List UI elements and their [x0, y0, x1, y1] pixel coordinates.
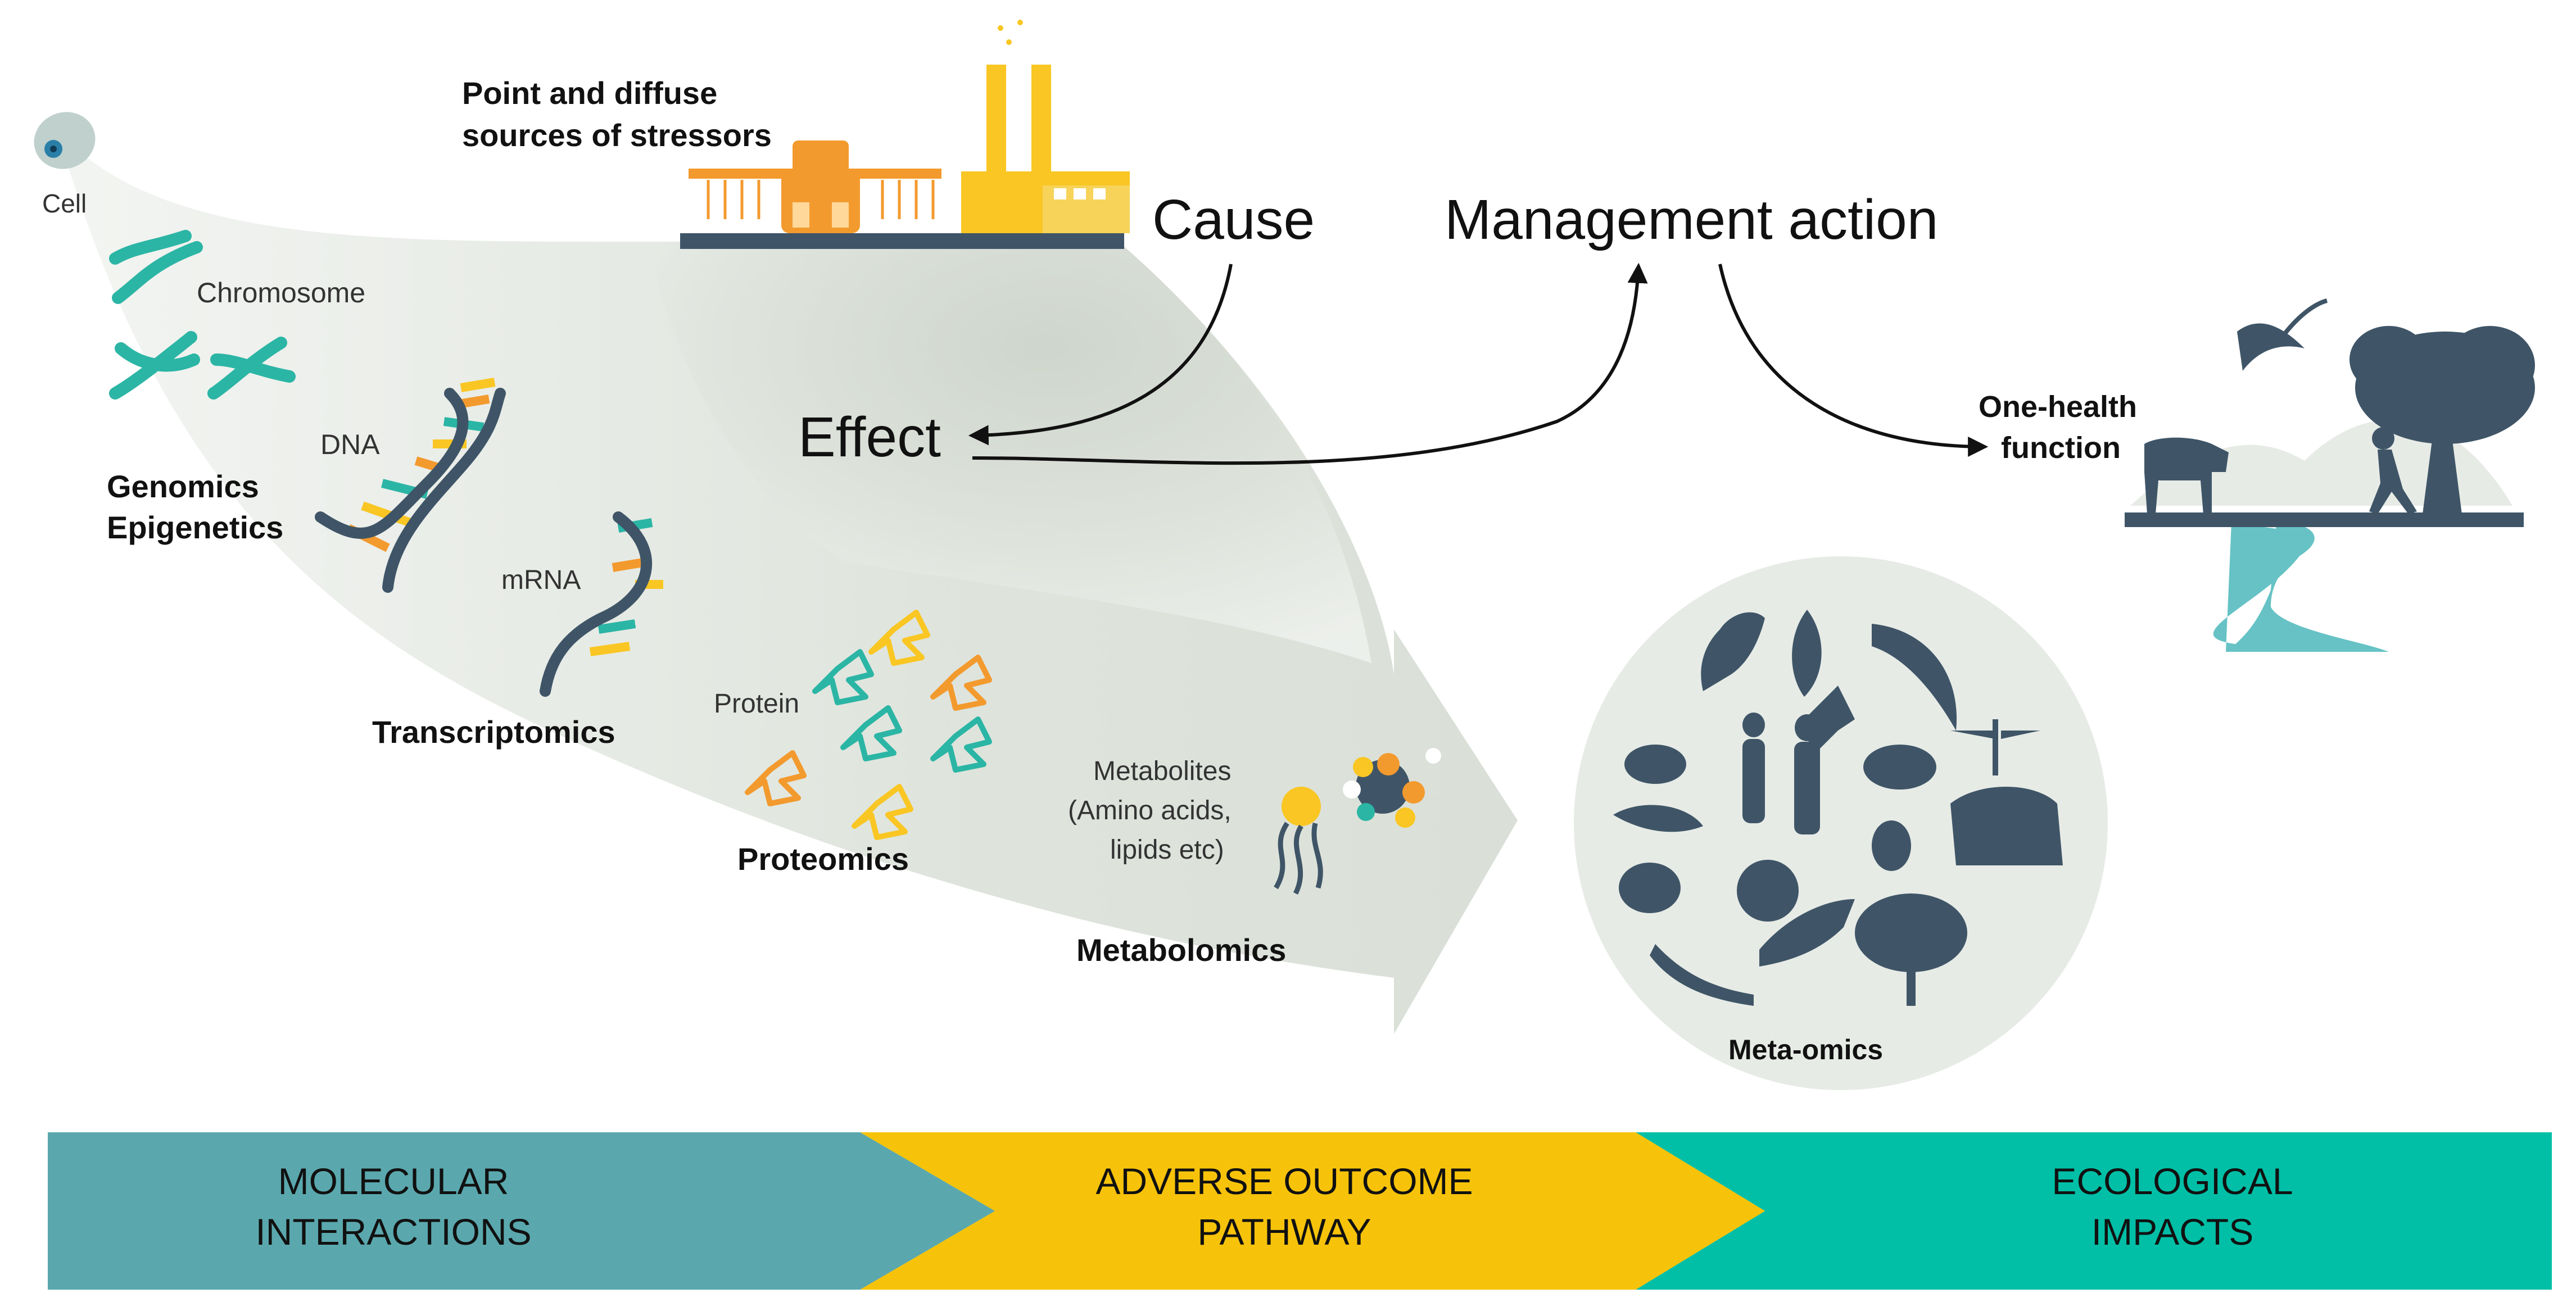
- cell-label: Cell: [42, 189, 87, 218]
- outcome-banner: MOLECULAR INTERACTIONS ADVERSE OUTCOME P…: [48, 1132, 2552, 1290]
- chromosome-label: Chromosome: [197, 277, 365, 309]
- metabolites-label-line3: lipids etc): [1110, 835, 1224, 865]
- organism-silhouettes: [1613, 610, 2063, 1006]
- banner-molecular-line1: MOLECULAR: [278, 1160, 509, 1202]
- banner-adverse-line2: PATHWAY: [1197, 1211, 1371, 1253]
- banner-segment-molecular-tip: [860, 1132, 995, 1290]
- genomics-label: Genomics: [107, 469, 259, 504]
- ground-bar: [680, 233, 1124, 249]
- effect-to-management-arrow: [972, 262, 1648, 465]
- banner-molecular-line2: INTERACTIONS: [255, 1211, 531, 1253]
- epigenetics-label: Epigenetics: [107, 510, 283, 545]
- tractor-icon: [689, 140, 941, 233]
- lipid-icon: [1274, 787, 1323, 895]
- chromosome-icon: [109, 230, 296, 400]
- management-action-label: Management action: [1445, 188, 1938, 251]
- metabolomics-label: Metabolomics: [1076, 932, 1286, 968]
- proteomics-label: Proteomics: [737, 841, 909, 877]
- sources-label-line1: Point and diffuse: [462, 75, 717, 111]
- banner-ecological-line2: IMPACTS: [2091, 1211, 2253, 1253]
- transcriptomics-label: Transcriptomics: [372, 714, 615, 750]
- protein-label: Protein: [714, 689, 799, 719]
- banner-segment-adverse-tip: [1636, 1132, 1765, 1290]
- dna-label: DNA: [320, 429, 380, 460]
- landscape-icon: [2125, 298, 2535, 652]
- metaomics-circle: [1574, 556, 2108, 1090]
- mrna-label: mRNA: [501, 565, 581, 595]
- metaomics-label: Meta-omics: [1728, 1034, 1883, 1065]
- onehealth-label-line1: One-health: [1979, 390, 2137, 424]
- cause-label: Cause: [1152, 188, 1315, 251]
- banner-segment-adverse: [860, 1132, 1765, 1290]
- metabolites-label-line2: (Amino acids,: [1068, 796, 1232, 825]
- factory-icon: [961, 20, 1130, 233]
- sources-label-line2: sources of stressors: [462, 117, 772, 153]
- amino-acid-molecule-icon: [1343, 748, 1441, 828]
- banner-adverse-line1: ADVERSE OUTCOME: [1095, 1160, 1473, 1202]
- cell-icon: [34, 112, 96, 169]
- metabolites-label-line1: Metabolites: [1093, 756, 1231, 786]
- banner-segment-molecular: [48, 1132, 995, 1290]
- mrna-icon: [540, 511, 663, 697]
- effect-label: Effect: [798, 406, 941, 469]
- onehealth-label-line2: function: [2001, 431, 2121, 465]
- banner-segment-ecological: [1636, 1132, 2552, 1290]
- dna-icon: [315, 378, 506, 593]
- omics-flow-arrow: [62, 135, 1518, 1034]
- banner-ecological-line1: ECOLOGICAL: [2052, 1160, 2293, 1202]
- cause-to-effect-arrow: [968, 264, 1233, 446]
- management-to-onehealth-arrow: [1718, 264, 1989, 457]
- protein-icon: [745, 610, 992, 840]
